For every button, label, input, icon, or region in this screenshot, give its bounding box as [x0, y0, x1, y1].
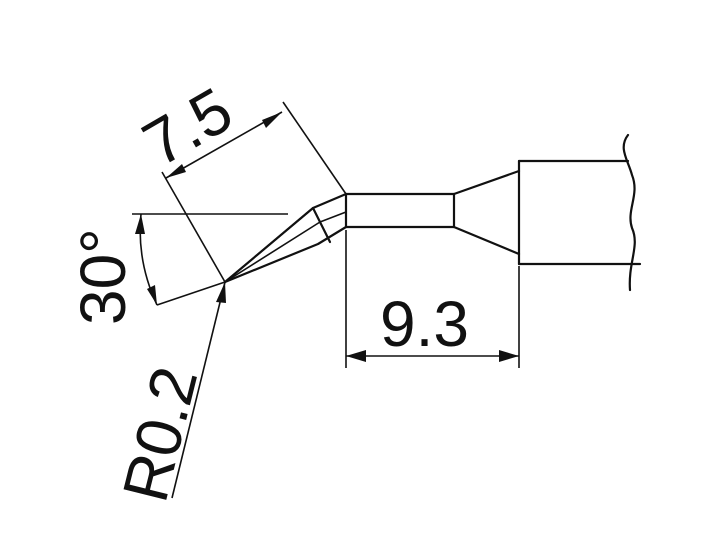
- dimension-7-5: 7.5: [131, 73, 347, 283]
- dimension-9-3: 9.3: [345, 230, 520, 368]
- tip-shank: [517, 133, 642, 292]
- dimension-radius-label: R0.2: [109, 360, 212, 509]
- dimension-7-5-label: 7.5: [131, 73, 244, 180]
- tip-neck: [344, 192, 456, 229]
- tip-cone: [452, 169, 521, 256]
- dimension-angle-label: 30°: [67, 228, 139, 325]
- break-line: [622, 133, 636, 292]
- dimension-angle: 30°: [67, 213, 226, 325]
- dimension-9-3-label: 9.3: [380, 288, 469, 360]
- tip-bent-section: [223, 192, 348, 284]
